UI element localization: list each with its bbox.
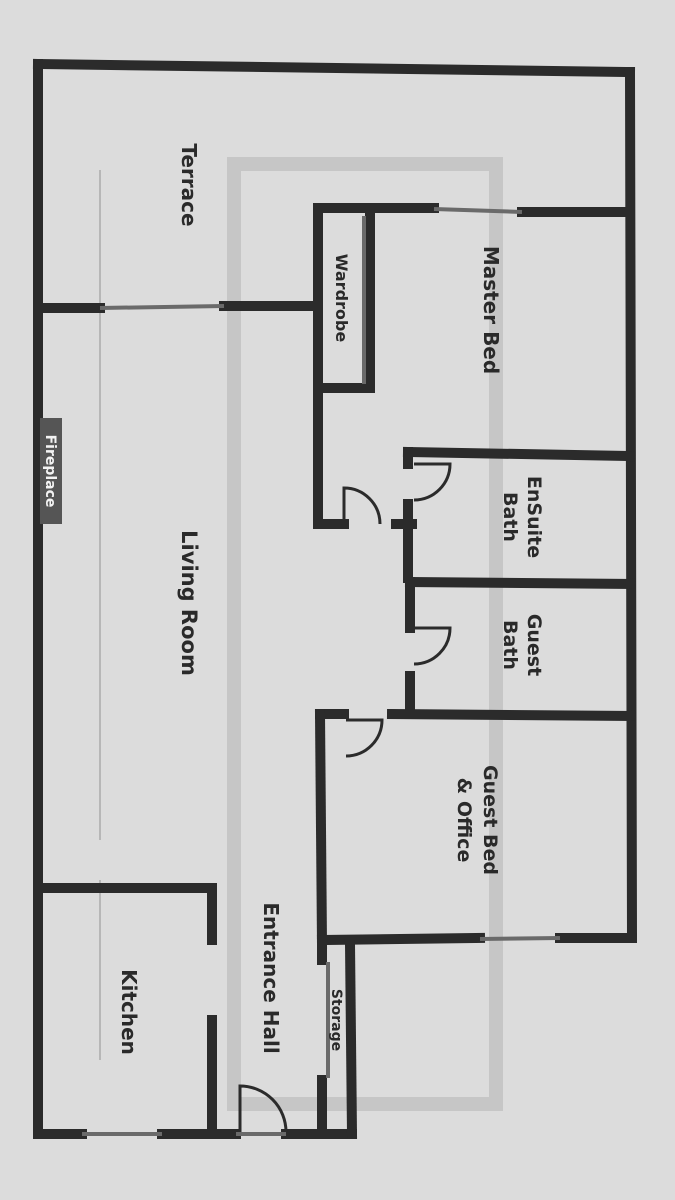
- label-ensuite-line1: EnSuite: [523, 476, 545, 558]
- label-wardrobe: Wardrobe: [332, 254, 351, 343]
- door-entrance: [238, 1084, 288, 1133]
- label-entrance-hall: Entrance Hall: [259, 902, 283, 1053]
- label-master-bed: Master Bed: [479, 246, 503, 374]
- watermark: [227, 157, 503, 1111]
- fireplace-tag: Fireplace: [40, 418, 62, 524]
- label-fireplace: Fireplace: [42, 435, 58, 508]
- door-ensuite: [413, 462, 452, 502]
- windows: [82, 207, 561, 1136]
- outer-wall-right: [624, 66, 638, 944]
- door-master: [342, 486, 382, 525]
- door-guest-bath: [413, 626, 452, 666]
- outer-wall-top: [32, 58, 636, 78]
- label-storage: Storage: [328, 989, 344, 1051]
- label-guest-bed-line1: Guest Bed: [479, 765, 501, 875]
- label-guest-bath-line2: Bath: [499, 620, 521, 670]
- label-guest-bath-line1: Guest: [523, 614, 545, 676]
- walls: [32, 58, 638, 1140]
- label-guest-bed-line2: & Office: [453, 778, 475, 863]
- label-terrace: Terrace: [177, 143, 201, 226]
- label-living-room: Living Room: [177, 530, 201, 676]
- door-guest-bed: [345, 718, 384, 758]
- doors: [238, 462, 452, 1133]
- label-ensuite-line2: Bath: [499, 492, 521, 542]
- label-kitchen: Kitchen: [117, 969, 141, 1055]
